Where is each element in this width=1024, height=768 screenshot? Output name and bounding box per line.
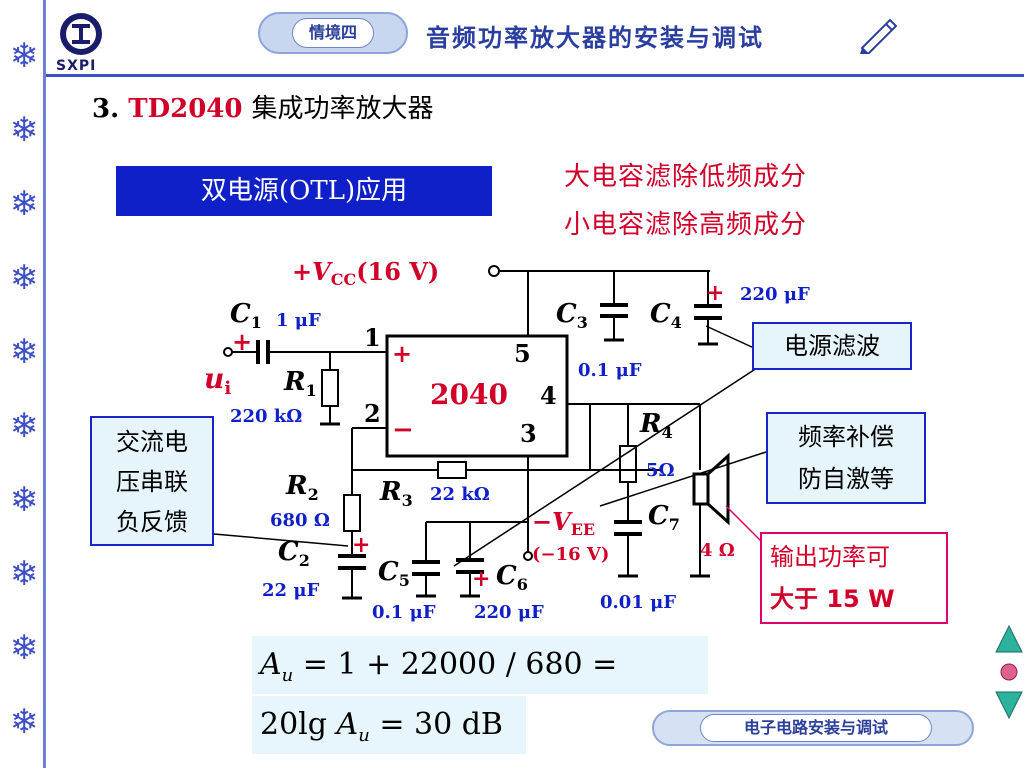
r4-value: 5Ω <box>646 460 675 481</box>
chip-name: TD2040 <box>128 94 243 124</box>
note-large-capacitor: 大电容滤除低频成分 <box>564 162 808 192</box>
c3-value: 0.1 μF <box>578 360 642 381</box>
snowflake-icon: ❄ <box>9 332 39 372</box>
r2-ref: R2 <box>285 471 319 504</box>
gain-subscript: u <box>281 665 294 686</box>
pin-4-label: 4 <box>540 381 557 410</box>
pen-icon <box>860 18 898 54</box>
c1-polarity: + <box>232 327 252 356</box>
c2-ref: C2 <box>278 537 310 570</box>
footer-label: 电子电路安装与调试 <box>700 714 932 742</box>
vee-label: −VEE <box>532 507 595 539</box>
gain-symbol: A <box>260 647 282 682</box>
feedback-callout: 交流电 压串联 负反馈 <box>90 416 214 546</box>
c4-value: 220 μF <box>740 284 810 305</box>
amplifier-chip-body <box>385 334 569 458</box>
section-heading: 集成功率放大器 <box>251 94 434 124</box>
output-power-line-2: 大于 15 W <box>770 585 895 613</box>
c1-value: 1 μF <box>276 310 321 331</box>
pin-1-label: 1 <box>364 323 381 352</box>
freq-comp-line-1: 频率补偿 <box>798 423 894 451</box>
snowflake-icon: ❄ <box>9 258 39 298</box>
c6-ref: C6 <box>496 561 528 594</box>
output-power-callout: 输出功率可 大于 15 W <box>760 532 948 624</box>
c2-polarity: + <box>352 532 370 558</box>
feedback-line-1: 交流电 <box>116 428 188 456</box>
vee-value: (−16 V) <box>532 544 609 565</box>
c5-ref: C5 <box>378 557 410 590</box>
c4-polarity: + <box>706 280 724 306</box>
power-filter-callout: 电源滤波 <box>752 322 912 370</box>
r2-value: 680 Ω <box>270 510 330 531</box>
r4-ref: R4 <box>639 409 673 442</box>
r1-ref: R1 <box>283 367 317 400</box>
course-title: 音频功率放大器的安装与调试 <box>426 24 764 52</box>
section-number: 3. <box>92 94 120 124</box>
output-power-line-1: 输出功率可 <box>770 543 890 571</box>
c2-value: 22 μF <box>262 580 319 601</box>
decorative-side-strip: ❄ ❄ ❄ ❄ ❄ ❄ ❄ ❄ ❄ ❄ <box>2 0 46 768</box>
logo-text: SXPI <box>56 58 97 74</box>
input-label: ui <box>204 362 231 399</box>
r1-value: 220 kΩ <box>230 406 302 427</box>
chip-plus-sign: + <box>392 339 412 368</box>
c7-ref: C7 <box>648 501 680 534</box>
chip-minus-sign: − <box>392 415 414 445</box>
scenario-label: 情境四 <box>292 18 374 48</box>
snowflake-icon: ❄ <box>9 36 39 76</box>
db-formula: 20lg Au = 30 dB <box>252 696 526 754</box>
section-title: 3. TD2040 集成功率放大器 <box>92 88 434 125</box>
chip-label: 2040 <box>430 378 508 411</box>
note-small-capacitor: 小电容滤除高频成分 <box>564 210 808 240</box>
pin-2-label: 2 <box>364 399 381 428</box>
db-prefix: 20lg <box>260 707 337 742</box>
freq-comp-callout: 频率补偿 防自激等 <box>766 412 926 504</box>
nav-up-icon[interactable] <box>995 624 1023 653</box>
vcc-label: +VCC(16 V) <box>292 257 439 289</box>
snowflake-icon: ❄ <box>9 628 39 668</box>
c5-value: 0.1 μF <box>372 602 436 623</box>
snowflake-icon: ❄ <box>9 406 39 446</box>
c6-polarity: + <box>472 566 490 592</box>
mode-label-box: 双电源(OTL)应用 <box>116 166 492 216</box>
db-subscript: u <box>358 725 370 746</box>
c1-ref: C1 <box>230 299 262 332</box>
feedback-line-3: 负反馈 <box>116 508 188 536</box>
db-symbol: A <box>336 707 359 742</box>
snowflake-icon: ❄ <box>9 480 39 520</box>
c4-ref: C4 <box>650 299 682 332</box>
c7-value: 0.01 μF <box>600 592 676 613</box>
r3-ref: R3 <box>379 477 413 510</box>
db-expression: = 30 dB <box>369 707 503 742</box>
snowflake-icon: ❄ <box>9 702 39 742</box>
pin-5-label: 5 <box>514 339 531 368</box>
school-logo-icon <box>60 13 102 55</box>
slide-navigation <box>995 624 1023 720</box>
nav-home-icon[interactable] <box>1000 663 1018 681</box>
header-divider <box>46 74 1024 77</box>
feedback-line-2: 压串联 <box>116 468 188 496</box>
pin-3-label: 3 <box>520 419 537 448</box>
r3-value: 22 kΩ <box>430 484 490 505</box>
gain-formula: Au = 1 + 22000 / 680 = 33.35 <box>252 636 708 751</box>
c6-value: 220 μF <box>474 602 544 623</box>
nav-down-icon[interactable] <box>995 691 1023 720</box>
snowflake-icon: ❄ <box>9 110 39 150</box>
speaker-value: 4 Ω <box>700 540 735 561</box>
c3-ref: C3 <box>556 299 588 332</box>
snowflake-icon: ❄ <box>9 554 39 594</box>
freq-comp-line-2: 防自激等 <box>798 465 894 493</box>
snowflake-icon: ❄ <box>9 184 39 224</box>
